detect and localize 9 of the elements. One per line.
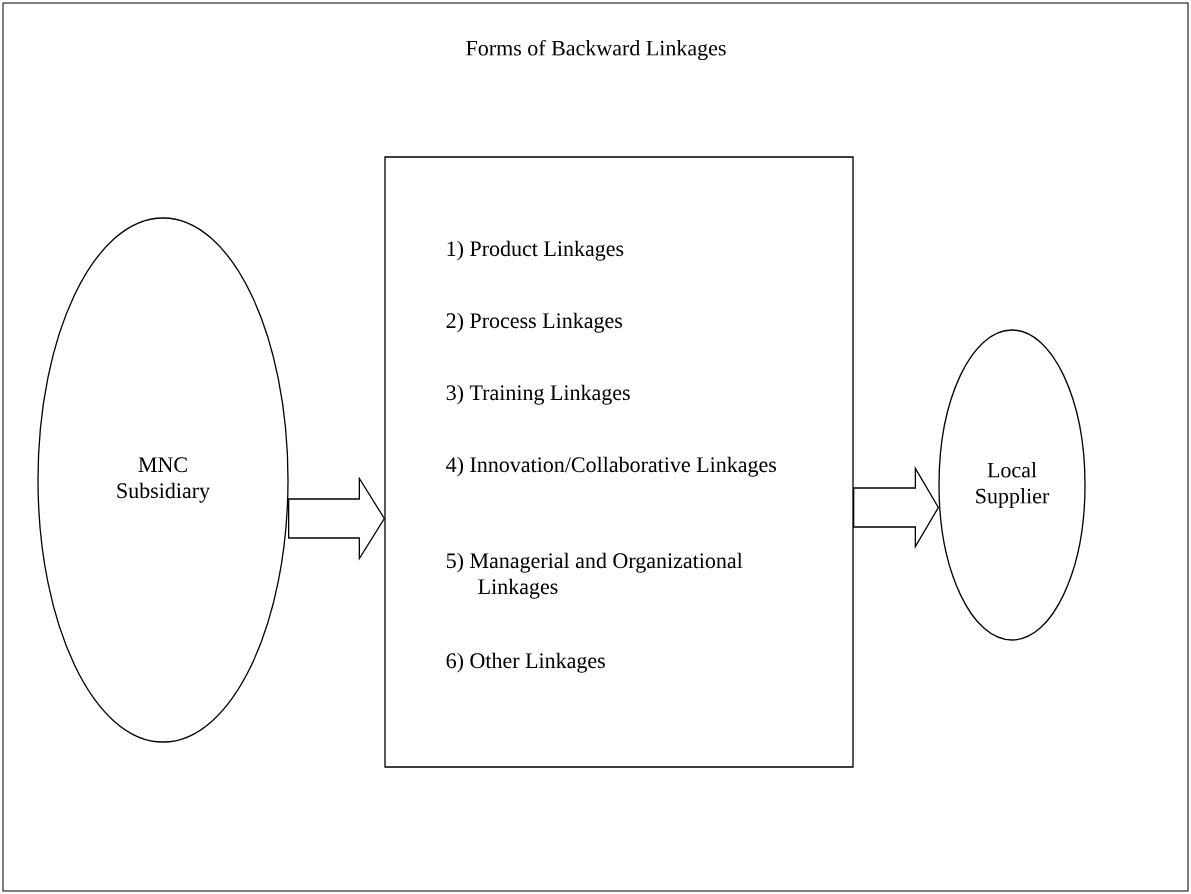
- block-arrow: [853, 466, 940, 549]
- title: Forms of Backward Linkages: [466, 39, 726, 61]
- list-item: 3) Training Linkages: [446, 384, 630, 405]
- block-arrow: [288, 476, 386, 561]
- list-item: 2) Process Linkages: [446, 312, 623, 333]
- list-item: 5) Managerial and Organizational Linkages: [446, 552, 743, 599]
- list-item: 4) Innovation/Collaborative Linkages: [446, 456, 777, 477]
- list-item: 6) Other Linkages: [446, 652, 605, 673]
- list-item: 1) Product Linkages: [447, 240, 624, 261]
